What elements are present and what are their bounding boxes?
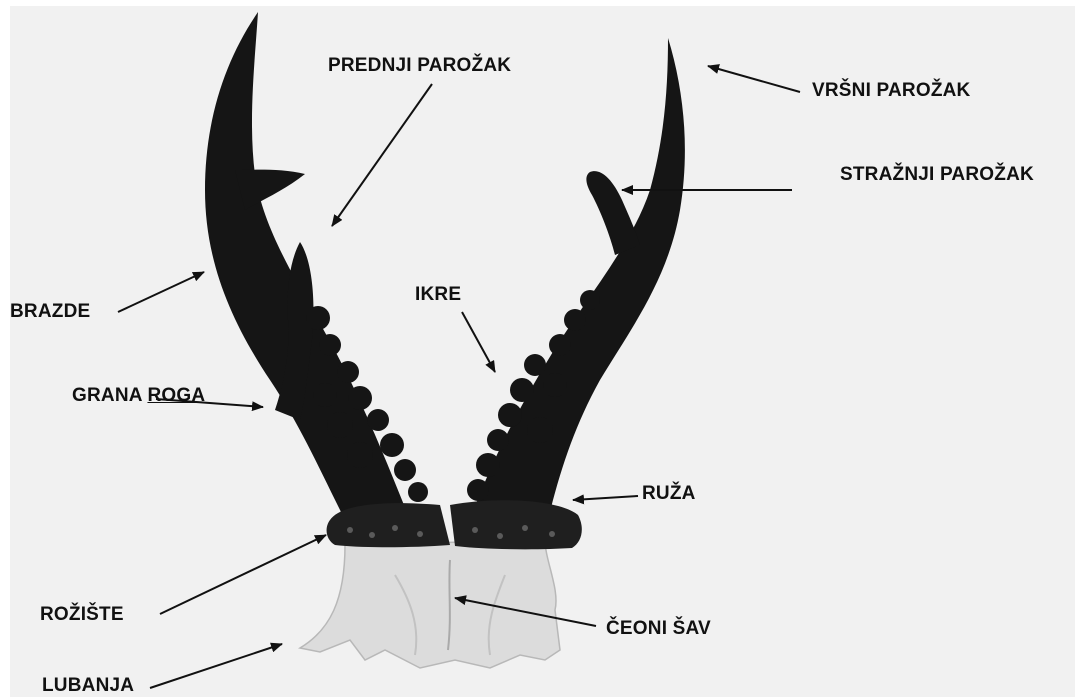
label-grana-roga: GRANA ROGA — [72, 386, 205, 405]
label-ceoni-sav: ČEONI ŠAV — [606, 619, 711, 638]
arrow-vrsni — [708, 66, 800, 92]
label-straznji-parozak: STRAŽNJI PAROŽAK — [840, 165, 1034, 184]
label-roziste: ROŽIŠTE — [40, 605, 124, 624]
arrow-brazde — [118, 272, 204, 312]
arrow-rooziste — [160, 535, 326, 614]
left-rear-tine — [235, 170, 305, 210]
burr-right — [450, 500, 582, 549]
label-ruza: RUŽA — [642, 484, 696, 503]
arrow-lubanja — [150, 644, 282, 688]
arrow-prednji — [332, 84, 432, 226]
arrow-ikre — [462, 312, 495, 372]
label-roga-word: ROGA — [147, 385, 205, 406]
label-prednji-parozak: PREDNJI PAROŽAK — [328, 56, 511, 75]
label-lubanja: LUBANJA — [42, 676, 134, 695]
skull-shape — [300, 540, 560, 668]
right-rear-tine — [586, 171, 640, 255]
label-brazde: BRAZDE — [10, 302, 90, 321]
label-vrsni-parozak: VRŠNI PAROŽAK — [812, 81, 970, 100]
arrow-ruza — [573, 496, 638, 500]
label-grana-word: GRANA — [72, 385, 142, 406]
label-ikre: IKRE — [415, 285, 461, 304]
